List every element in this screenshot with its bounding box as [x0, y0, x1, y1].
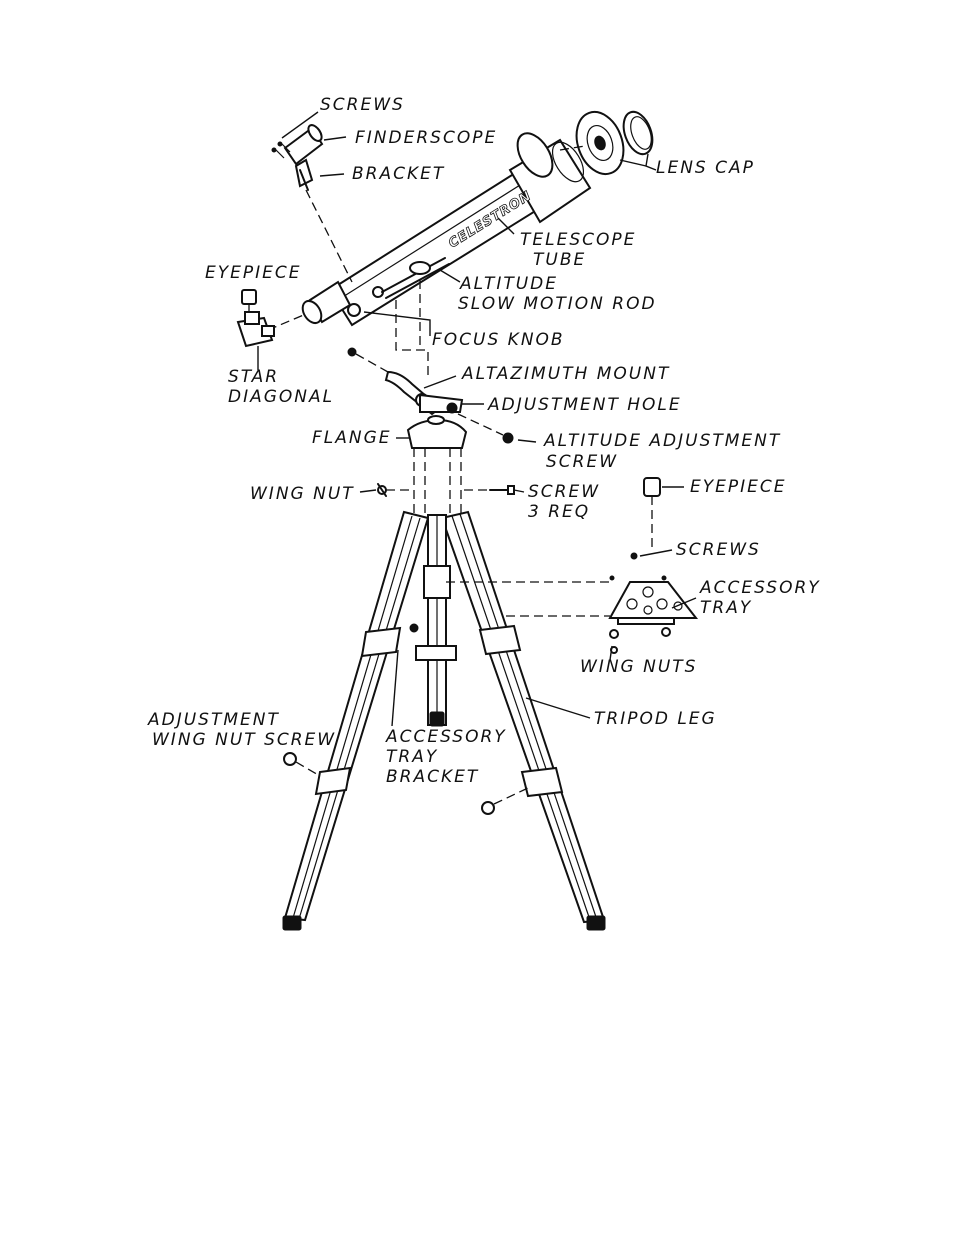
label-screw-req-2: 3 REQ [528, 502, 591, 522]
label-wing-nuts: WING NUTS [580, 657, 698, 677]
label-finderscope: FINDERSCOPE [355, 128, 498, 148]
tripod-leg-left [282, 510, 430, 931]
label-adjustment-hole: ADJUSTMENT HOLE [488, 395, 682, 415]
flange-guides [413, 448, 462, 520]
altitude-slow-motion-rod [381, 257, 450, 299]
screw-3-req [489, 485, 515, 495]
label-acc-bracket-3: BRACKET [386, 767, 480, 787]
label-accessory-tray-2: TRAY [700, 598, 753, 618]
tray-screws [609, 552, 667, 581]
bracket-knob [409, 623, 419, 633]
accessory-tray [608, 581, 699, 625]
altazimuth-mount [347, 347, 464, 416]
focuser [301, 280, 384, 325]
label-altitude-screw-2: SCREW [546, 452, 619, 472]
label-telescope-tube-2: TUBE [533, 250, 587, 270]
label-altitude-rod-1: ALTITUDE [460, 274, 559, 294]
label-wing-nut: WING NUT [250, 484, 355, 504]
label-flange: FLANGE [312, 428, 392, 448]
label-screw-req-1: SCREW [528, 482, 601, 502]
adjustment-wing-nut-screw-right [481, 787, 529, 815]
wing-nut-left [377, 483, 387, 497]
tripod-center-column [415, 514, 457, 727]
label-acc-bracket-1: ACCESSORY [386, 727, 507, 747]
label-adj-wing-nut-1: ADJUSTMENT [148, 710, 280, 730]
altitude-adjustment-screw [457, 413, 514, 444]
leader-lines [257, 111, 697, 727]
star-diagonal [236, 311, 275, 348]
label-focus-knob: FOCUS KNOB [432, 330, 565, 350]
lens-cap [575, 110, 654, 175]
label-adj-wing-nut-2: WING NUT SCREW [152, 730, 337, 750]
label-screws-top: SCREWS [320, 95, 405, 115]
label-altitude-rod-2: SLOW MOTION ROD [458, 294, 657, 314]
label-tripod-leg: TRIPOD LEG [594, 709, 717, 729]
label-bracket: BRACKET [352, 164, 446, 184]
label-accessory-tray-1: ACCESSORY [700, 578, 821, 598]
label-screws-right: SCREWS [676, 540, 761, 560]
label-telescope-tube-1: TELESCOPE [520, 230, 637, 250]
label-star-diagonal-1: STAR [228, 367, 280, 387]
eyepiece-right [643, 477, 661, 550]
label-eyepiece-right: EYEPIECE [690, 477, 787, 497]
adjustment-wing-nut-screw-left [283, 752, 321, 777]
finderscope [271, 124, 324, 166]
tray-wing-nuts [609, 627, 671, 654]
label-eyepiece-left: EYEPIECE [205, 263, 302, 283]
tripod-leg-right [440, 510, 606, 931]
label-star-diagonal-2: DIAGONAL [228, 387, 335, 407]
label-lens-cap: LENS CAP [656, 158, 755, 178]
adjustment-hole-screw [446, 402, 458, 414]
label-altitude-screw-1: ALTITUDE ADJUSTMENT [544, 431, 782, 451]
flange [406, 415, 468, 449]
label-altazimuth-mount: ALTAZIMUTH MOUNT [462, 364, 671, 384]
label-acc-bracket-2: TRAY [386, 747, 439, 767]
finder-bracket [294, 158, 314, 191]
